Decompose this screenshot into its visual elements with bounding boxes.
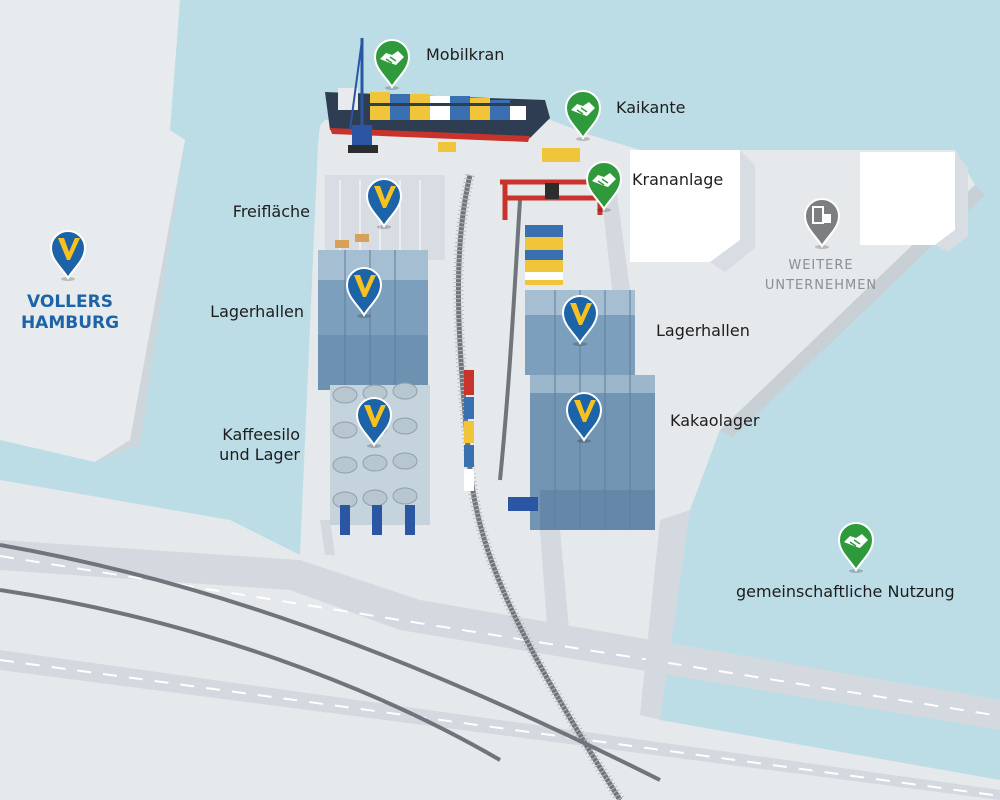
vollers-v-icon (58, 238, 80, 260)
container-stack (525, 225, 563, 285)
railway-bottom (0, 543, 661, 782)
pin-weitere-unternehmen[interactable] (802, 196, 842, 250)
pin-mobilkran[interactable] (372, 37, 412, 91)
train (464, 370, 474, 491)
other-buildings (630, 150, 968, 272)
basin-water (660, 185, 1000, 770)
label-krananlage: Krananlage (632, 170, 724, 189)
vollers-v-icon (574, 400, 596, 422)
pin-kakaolager[interactable] (564, 390, 604, 444)
mobile-crane (348, 38, 378, 153)
brand-line-2: HAMBURG (20, 313, 120, 333)
label-kaikante: Kaikante (616, 98, 686, 117)
label-lagerhallen-right: Lagerhallen (656, 321, 750, 340)
brand-line-1: VOLLERS (27, 292, 113, 312)
pin-krananlage[interactable] (584, 159, 624, 213)
buildings-icon (812, 206, 831, 224)
left-pier (0, 0, 185, 462)
quay-container (542, 148, 580, 162)
label-kaffeesilo-line-1: Kaffeesilo (222, 425, 300, 444)
pin-freiflaeche[interactable] (364, 176, 404, 230)
road-quay (600, 180, 630, 290)
handshake-icon (592, 173, 616, 187)
label-weitere-unternehmen: WEITERE UNTERNEHMEN (755, 256, 887, 296)
label-freiflaeche: Freifläche (232, 202, 310, 221)
label-gemeinschaftlich: gemeinschaftliche Nutzung (736, 582, 955, 601)
road-vertical-right (640, 510, 690, 720)
label-weitere-line-2: UNTERNEHMEN (764, 278, 878, 293)
left-pier-edge (95, 140, 185, 462)
pin-lagerhallen-left[interactable] (344, 265, 384, 319)
vollers-v-icon (570, 303, 592, 325)
container-ship (325, 88, 550, 142)
road-lower-marking (0, 659, 1000, 797)
crane-trolley (545, 183, 559, 199)
label-kaffeesilo-line-2: und Lager (219, 445, 300, 464)
vollers-v-icon (364, 405, 386, 427)
handshake-icon (571, 102, 595, 116)
cocoa-warehouse-front (540, 490, 655, 530)
label-kaffeesilo: Kaffeesilo und Lager (196, 425, 300, 465)
label-mobilkran: Mobilkran (426, 45, 505, 64)
brand-title: VOLLERS HAMBURG (20, 292, 120, 334)
cargo-crate (335, 240, 349, 248)
pin-kaffeesilo[interactable] (354, 395, 394, 449)
cargo-crate (355, 234, 369, 242)
label-kakaolager: Kakaolager (670, 411, 760, 430)
handshake-icon (380, 51, 404, 65)
cocoa-warehouse-roof (530, 375, 655, 393)
warehouse-left-lower (318, 335, 428, 390)
pin-gemeinschaftlich[interactable] (836, 520, 876, 574)
pin-vollers-hamburg[interactable] (48, 228, 88, 282)
label-weitere-line-1: WEITERE (788, 258, 854, 273)
truck (508, 497, 538, 511)
vollers-v-icon (354, 275, 376, 297)
pin-lagerhallen-right[interactable] (560, 293, 600, 347)
road-vertical-left (320, 520, 335, 555)
railway-bottom-2 (0, 588, 502, 762)
vollers-v-icon (374, 186, 396, 208)
handshake-icon (844, 534, 868, 548)
label-lagerhallen-left: Lagerhallen (210, 302, 304, 321)
basin-edge (720, 185, 985, 438)
road-vertical-mid (540, 530, 570, 640)
pin-kaikante[interactable] (563, 88, 603, 142)
quay-container (438, 142, 456, 152)
railway-siding (498, 199, 522, 481)
